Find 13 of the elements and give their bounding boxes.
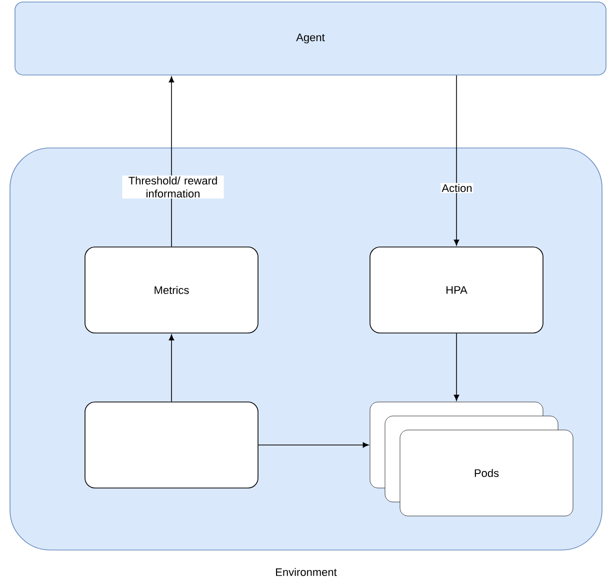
arrow bbox=[454, 333, 460, 401]
process-box: HPA bbox=[370, 246, 544, 334]
arrow bbox=[454, 75, 460, 246]
edge-label: Threshold/ reward information bbox=[122, 175, 224, 199]
edge-label: Action bbox=[440, 182, 474, 194]
arrow bbox=[168, 334, 174, 402]
arrow bbox=[168, 76, 174, 247]
process-box bbox=[84, 402, 258, 488]
stacked-boxes: Pods bbox=[370, 402, 574, 516]
agent-box: Agent bbox=[14, 2, 606, 76]
arrow bbox=[258, 442, 369, 448]
process-box: Metrics bbox=[84, 246, 258, 334]
region-caption: Environment bbox=[276, 568, 337, 576]
